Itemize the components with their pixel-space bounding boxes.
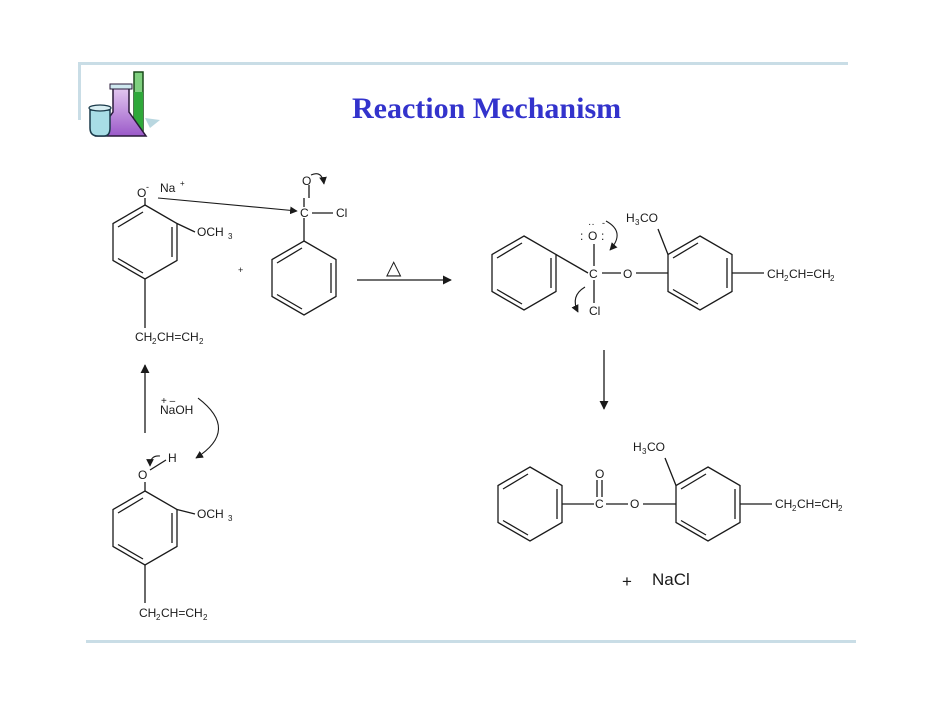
allyl-chch: CH=CH bbox=[157, 330, 199, 344]
sodium-eugenoxide: O - Na + OCH 3 CH 2 CH=CH 2 bbox=[112, 179, 233, 346]
allyl-chch: CH=CH bbox=[161, 606, 203, 620]
methoxy-label: OCH bbox=[197, 507, 224, 521]
lone-pair-left: : bbox=[580, 229, 583, 243]
allyl-sub-1: 2 bbox=[784, 274, 789, 283]
allyl-sub-1: 2 bbox=[156, 613, 161, 622]
methoxy-subscript: 3 bbox=[228, 232, 233, 241]
allyl-ch2: CH bbox=[775, 497, 792, 511]
ether-oxygen: O bbox=[623, 267, 632, 281]
allyl-ch2: CH bbox=[135, 330, 152, 344]
left-rule bbox=[78, 62, 81, 120]
chlorine-label: Cl bbox=[336, 206, 347, 220]
sodium-chloride-label: NaCl bbox=[652, 570, 690, 589]
chloride-leave-arrow bbox=[571, 286, 586, 313]
methoxy-h: H bbox=[626, 211, 635, 225]
sodium-charge: + bbox=[180, 179, 185, 188]
allyl-sub-2: 2 bbox=[830, 274, 835, 283]
reactant-plus: + bbox=[238, 265, 243, 275]
lone-pair-top: ·· bbox=[588, 219, 595, 230]
allyl-ch2: CH bbox=[139, 606, 156, 620]
sodium-label: Na bbox=[160, 181, 176, 195]
top-rule bbox=[78, 62, 848, 65]
alkoxide-oxygen: O bbox=[588, 229, 597, 243]
methoxy-h: H bbox=[633, 440, 642, 454]
naoh-label: NaOH bbox=[160, 403, 193, 417]
phenol-hydrogen: H bbox=[168, 451, 177, 465]
ester-oxygen: O bbox=[630, 497, 639, 511]
allyl-ch2: CH bbox=[767, 267, 784, 281]
benzoyl-chloride: O C Cl bbox=[271, 173, 347, 316]
eugenol: O H OCH 3 CH 2 CH=CH 2 bbox=[112, 451, 233, 622]
phenoxide-oxygen: O bbox=[137, 186, 146, 200]
allyl-sub-2: 2 bbox=[199, 337, 204, 346]
allyl-chch: CH=CH bbox=[797, 497, 839, 511]
naoh-charges: + – bbox=[161, 396, 176, 407]
methoxy-subscript: 3 bbox=[228, 514, 233, 523]
alkoxide-charge: - bbox=[602, 218, 605, 228]
carbonyl-curved-arrow bbox=[310, 173, 327, 185]
allyl-sub-1: 2 bbox=[792, 504, 797, 513]
ester-carbon: C bbox=[595, 497, 604, 511]
ester-carbonyl-oxygen: O bbox=[595, 467, 604, 481]
allyl-sub-2: 2 bbox=[838, 504, 843, 513]
hydroxide-curved-arrow bbox=[195, 397, 220, 459]
tetrahedral-intermediate: C O : : ·· - Cl O H 3 CO CH 2 CH=CH 2 bbox=[491, 211, 835, 318]
allyl-sub-1: 2 bbox=[152, 337, 157, 346]
intermediate-carbon: C bbox=[589, 267, 598, 281]
allyl-sub-2: 2 bbox=[203, 613, 208, 622]
allyl-chch: CH=CH bbox=[789, 267, 831, 281]
heat-symbol: △ bbox=[386, 257, 402, 279]
methoxy-sub: 3 bbox=[642, 447, 647, 456]
lone-pair-right: : bbox=[601, 229, 604, 243]
methoxy-co: CO bbox=[647, 440, 665, 454]
phenol-oxygen: O bbox=[138, 468, 147, 482]
reform-carbonyl-arrow bbox=[605, 220, 618, 251]
byproduct-plus: + bbox=[622, 572, 632, 591]
methoxy-co: CO bbox=[640, 211, 658, 225]
bottom-rule bbox=[86, 640, 856, 643]
page-title: Reaction Mechanism bbox=[352, 92, 622, 125]
methoxy-sub: 3 bbox=[635, 218, 640, 227]
carbonyl-oxygen: O bbox=[302, 174, 311, 188]
eugenyl-benzoate: O C O H 3 CO CH 2 CH=CH 2 bbox=[497, 440, 843, 542]
oh-bond-arrow bbox=[146, 455, 161, 467]
attack-arrow bbox=[157, 197, 298, 215]
carbonyl-carbon: C bbox=[300, 206, 309, 220]
methoxy-label: OCH bbox=[197, 225, 224, 239]
lab-flasks-icon bbox=[88, 71, 160, 137]
phenoxide-charge: - bbox=[146, 182, 149, 192]
intermediate-chlorine: Cl bbox=[589, 304, 600, 318]
